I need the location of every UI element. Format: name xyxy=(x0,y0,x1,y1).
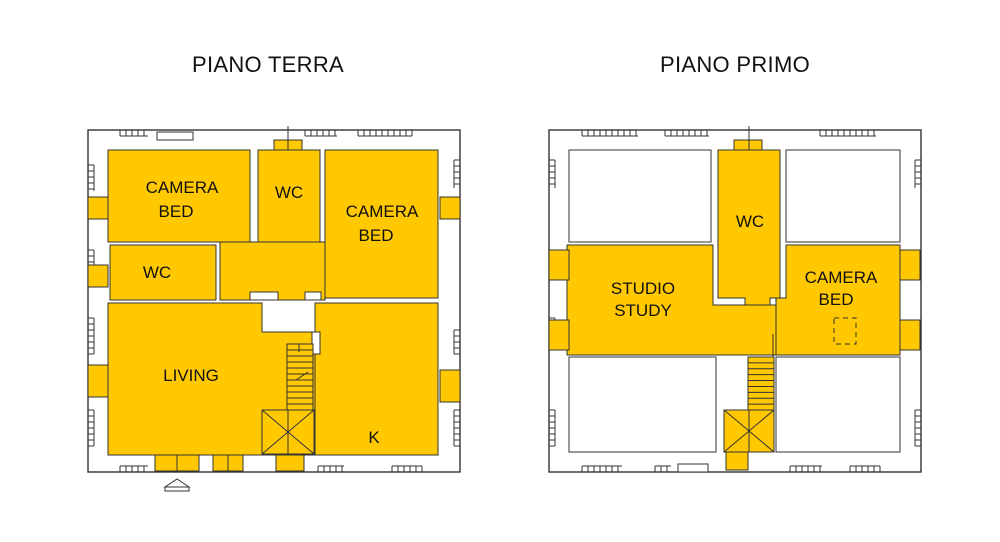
room-hall xyxy=(219,241,326,301)
room-camera-2 xyxy=(324,149,439,299)
label-wc-3: WC xyxy=(736,212,764,231)
room-white-2 xyxy=(785,149,901,243)
entrance-arrow-icon xyxy=(163,478,191,488)
window-reveal xyxy=(899,319,921,351)
floor-title-first: PIANO PRIMO xyxy=(660,52,810,77)
window-reveal xyxy=(87,264,109,288)
label-wc-1: WC xyxy=(275,183,303,202)
first-window-bays xyxy=(548,130,921,472)
first-staircase xyxy=(723,334,775,471)
ground-top-wall-detail xyxy=(156,126,303,151)
ground-wall-stub-2 xyxy=(304,291,322,301)
label-kitchen: K xyxy=(368,428,380,447)
floor-title-ground: PIANO TERRA xyxy=(191,52,345,77)
entrance xyxy=(154,454,305,492)
room-white-4 xyxy=(775,356,901,453)
window-reveal xyxy=(548,249,570,281)
skylight-square xyxy=(833,317,857,345)
room-white-3 xyxy=(568,356,717,453)
ground-staircase xyxy=(261,343,315,455)
ground-wall-stub-3 xyxy=(311,331,321,355)
room-camera-3 xyxy=(775,244,901,356)
room-white-1 xyxy=(568,149,712,243)
label-living: LIVING xyxy=(163,366,219,385)
window-reveal xyxy=(87,364,109,398)
window-reveal xyxy=(899,249,921,281)
ground-window-bays xyxy=(87,130,461,472)
first-top-wall-detail xyxy=(677,126,763,473)
room-kitchen xyxy=(314,302,439,456)
ground-wall-stub-1 xyxy=(249,291,279,301)
window-reveal xyxy=(439,196,461,220)
window-reveal xyxy=(87,196,109,220)
room-wc-2 xyxy=(109,244,217,301)
window-reveal xyxy=(548,319,570,351)
label-wc-2: WC xyxy=(143,263,171,282)
window-reveal xyxy=(439,369,461,403)
